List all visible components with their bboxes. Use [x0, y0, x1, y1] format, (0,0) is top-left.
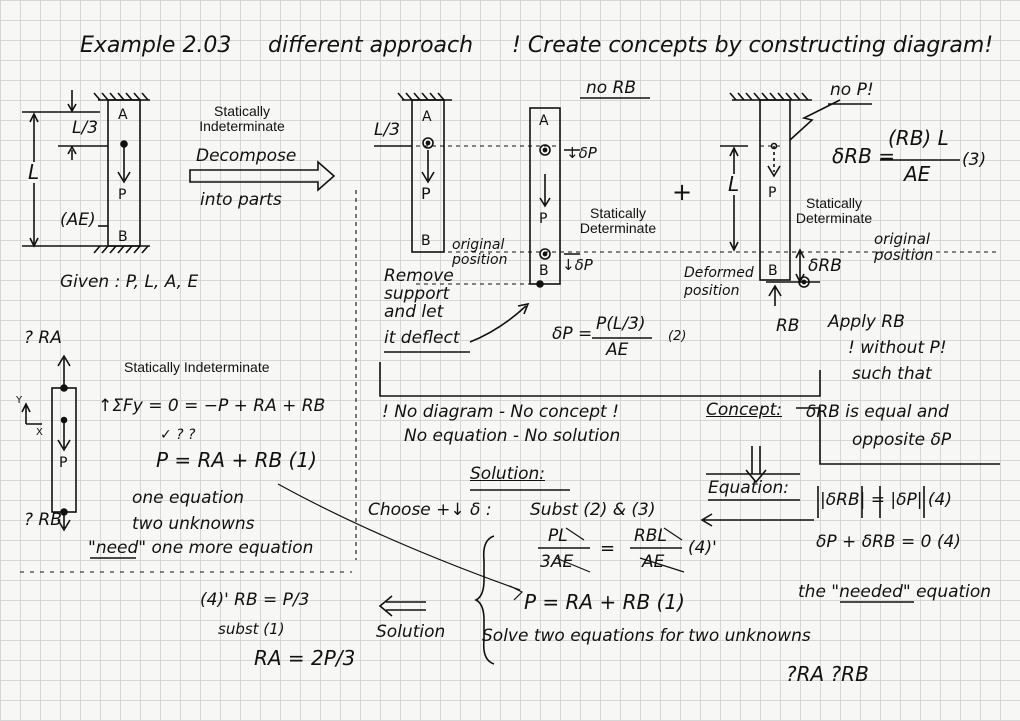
solution-arrow-label: Solution [376, 622, 446, 642]
second-statically-determinate: Statically Determinate [579, 205, 657, 236]
equation-sum: δP + δRB = 0 (4) [816, 532, 961, 552]
remove-line3: and let [384, 302, 444, 322]
fbd-rb: ? RB [24, 510, 62, 530]
solution-solve: Solve two equations for two unknowns [482, 626, 811, 646]
middle-original-position: original position [452, 237, 508, 269]
solution-heading: Solution: [470, 464, 545, 484]
fbd-x: X [36, 427, 43, 438]
decompose-arrow [189, 160, 336, 192]
slogan-line2: No equation - No solution [404, 426, 621, 446]
rb-formula-tag: (3) [962, 150, 987, 170]
middle-l3: L/3 [374, 120, 401, 140]
delta-p-num: P(L/3) [596, 314, 646, 334]
frac-right-den: AE [642, 552, 665, 572]
equation-1: P = RA + RB (1) [156, 448, 317, 472]
remove-line4: it deflect [384, 328, 460, 348]
apply-line2: ! without P! [848, 338, 947, 358]
delta-p-den: AE [606, 340, 629, 360]
middle-bar [374, 92, 452, 253]
left-ae: (AE) [60, 210, 96, 230]
no-rb-label: no RB [586, 78, 637, 98]
solution-unknowns: ?RA ?RB [786, 662, 869, 686]
equation-label: Equation: [708, 478, 790, 498]
rb-label: RB [776, 316, 800, 336]
title-motto: ! Create concepts by constructing diagra… [512, 33, 994, 58]
title-approach: different approach [268, 33, 474, 58]
apply-line3: such that [852, 364, 932, 384]
second-label-p: P [539, 211, 548, 227]
frac-left-den: 3AE [540, 552, 574, 572]
solution-subst: Subst (2) & (3) [530, 500, 656, 520]
fbd-sketch [21, 354, 77, 532]
equilibrium-label: Statically Indeterminate [124, 359, 270, 375]
left-dim-l3: L/3 [72, 118, 99, 138]
concept-label: Concept: [706, 400, 783, 420]
rb-formula-lhs: δRB = [832, 144, 895, 168]
given-text: Given : P, L, A, E [60, 272, 199, 292]
delta-p-bottom: ↓δP [562, 256, 593, 274]
frac-tag: (4)' [688, 538, 717, 558]
delta-p-top: ↓δP [566, 144, 597, 162]
no-p-label: no P! [830, 80, 874, 100]
middle-label-p: P [421, 184, 431, 203]
solution-choose: Choose +↓ δ : [368, 500, 492, 520]
third-deformed-position: Deformed position [684, 265, 754, 300]
second-label-a: A [539, 113, 549, 129]
left-bar [93, 92, 150, 254]
middle-label-a: A [422, 109, 432, 125]
third-label-p: P [768, 185, 777, 201]
left-label-a: A [118, 107, 128, 123]
plus-sign: + [672, 178, 693, 206]
fbd-p: P [59, 455, 68, 471]
remove-line1: Remove [384, 266, 454, 286]
third-dim-l: L [728, 172, 740, 196]
frac-equals: = [600, 538, 616, 559]
slogan-line1: ! No diagram - No concept ! [382, 402, 619, 422]
third-bar [720, 92, 841, 306]
decompose-line1: Decompose [196, 146, 297, 166]
remove-line2: support [384, 284, 450, 304]
result-rb: (4)' RB = P/3 [200, 590, 310, 610]
equilibrium-sum: ↑ΣFy = 0 = −P + RA + RB [98, 396, 326, 416]
result-subst: subst (1) [218, 620, 285, 638]
middle-label-b: B [421, 233, 431, 249]
note-one-equation: one equation [132, 488, 245, 508]
fbd-ra: ? RA [24, 328, 62, 348]
section-box [379, 362, 1000, 465]
concept-text1: δRB is equal and [806, 402, 949, 422]
note-need-more: "need" one more equation [88, 538, 314, 558]
second-label-b: B [539, 263, 549, 279]
third-original-position: original position [874, 230, 934, 264]
note-two-unknowns: two unknowns [132, 514, 255, 534]
delta-p-tag: (2) [668, 329, 687, 344]
left-label-b: B [118, 229, 128, 245]
concept-text2: opposite δP [852, 430, 952, 450]
frac-right-num: RBL [634, 526, 667, 546]
frac-left-num: PL [548, 526, 568, 546]
third-statically-determinate: Statically Determinate [795, 195, 873, 226]
rb-formula-den: AE [904, 162, 931, 186]
third-label-b: B [768, 263, 778, 279]
equation-abs: |δRB| = |δP| (4) [820, 490, 952, 510]
solution-eq1: P = RA + RB (1) [524, 590, 685, 614]
apply-line1: Apply RB [828, 312, 905, 332]
equation-needed: the "needed" equation [798, 582, 992, 602]
left-dim-l: L [28, 160, 40, 184]
title-example: Example 2.03 [80, 33, 232, 58]
decompose-line2: into parts [200, 190, 282, 210]
result-ra: RA = 2P/3 [254, 646, 356, 670]
equilibrium-marks: ✓ ? ? [160, 427, 196, 443]
delta-p-lhs: δP = [552, 324, 593, 344]
fbd-y: Y [16, 395, 23, 406]
statically-indeterminate-top: Statically Indeterminate [199, 103, 285, 134]
delta-rb-label: δRB [808, 256, 842, 276]
second-bar [529, 107, 580, 288]
left-label-p: P [118, 187, 127, 203]
rb-formula-num: (RB) L [888, 126, 949, 150]
